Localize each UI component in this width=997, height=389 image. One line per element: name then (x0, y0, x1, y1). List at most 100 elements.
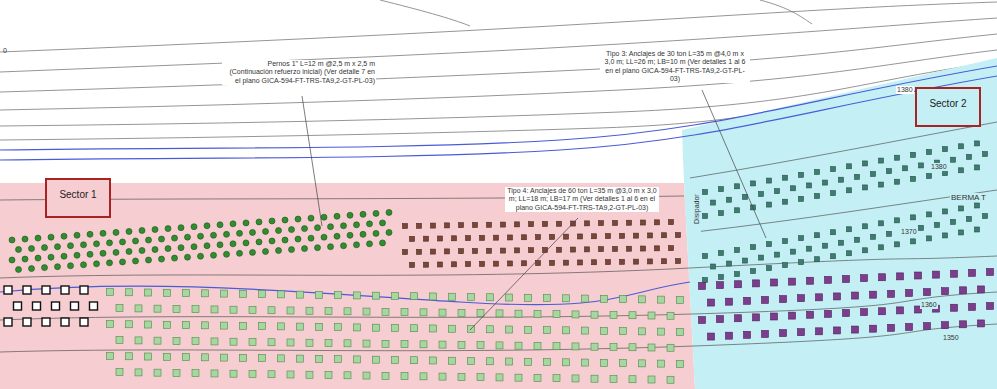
anchor-marker (139, 247, 145, 253)
anchor-marker (606, 260, 611, 265)
anchor-marker (727, 197, 732, 202)
anchor-marker (780, 296, 787, 303)
anchor-marker (401, 341, 408, 348)
anchor-marker (202, 354, 209, 361)
anchor-marker (173, 305, 180, 312)
anchor-marker (287, 371, 294, 378)
anchor-marker (847, 251, 852, 256)
anchor-marker (983, 152, 988, 157)
anchor-marker (863, 224, 868, 229)
anchor-marker (959, 230, 964, 235)
anchor-marker (230, 338, 237, 345)
anchor-marker (871, 172, 876, 177)
anchor-marker (515, 248, 520, 253)
anchor-marker (22, 236, 28, 242)
anchor-marker (767, 178, 772, 183)
anchor-marker (126, 289, 133, 296)
anchor-marker (449, 357, 456, 364)
anchor-marker (639, 328, 646, 335)
anchor-marker (240, 354, 247, 361)
anchor-marker (639, 360, 646, 367)
anchor-marker (403, 224, 408, 229)
anchor-marker (879, 308, 886, 315)
anchor-marker (895, 218, 900, 223)
anchor-marker (116, 305, 123, 312)
anchor-marker (459, 249, 464, 254)
anchor-marker (211, 370, 218, 377)
anchor-marker (719, 275, 724, 280)
anchor-marker (354, 324, 361, 331)
anchor-marker (676, 259, 681, 264)
anchor-marker (401, 373, 408, 380)
anchor-marker (61, 318, 69, 326)
anchor-marker (662, 233, 667, 238)
anchor-marker (506, 326, 513, 333)
anchor-marker (173, 369, 180, 376)
anchor-marker (263, 248, 269, 254)
anchor-marker (863, 248, 868, 253)
anchor-marker (915, 272, 922, 279)
anchor-marker (534, 342, 541, 349)
anchor-marker (259, 291, 266, 298)
anchor-marker (529, 222, 534, 227)
anchor-marker (295, 216, 301, 222)
anchor-marker (81, 242, 87, 248)
anchor-marker (240, 290, 247, 297)
anchor-marker (815, 233, 820, 238)
anchor-marker (585, 247, 590, 252)
anchor-marker (599, 247, 604, 252)
anchor-marker (767, 242, 772, 247)
anchor-marker (52, 302, 60, 310)
anchor-marker (282, 217, 288, 223)
anchor-marker (204, 243, 210, 249)
anchor-marker (494, 261, 499, 266)
anchor-marker (268, 339, 275, 346)
anchor-marker (726, 332, 733, 339)
anchor-marker (4, 318, 12, 326)
anchor-marker (410, 236, 415, 241)
anchor-marker (249, 338, 256, 345)
anchor-marker (107, 289, 114, 296)
anchor-marker (211, 306, 218, 313)
anchor-marker (302, 226, 308, 232)
anchor-marker (544, 295, 551, 302)
anchor-marker (648, 312, 655, 319)
anchor-marker (487, 248, 492, 253)
anchor-marker (861, 275, 868, 282)
anchor-marker (154, 305, 161, 312)
anchor-marker (935, 222, 940, 227)
anchor-marker (164, 353, 171, 360)
anchor-marker (522, 235, 527, 240)
anchor-marker (116, 369, 123, 376)
anchor-marker (382, 308, 389, 315)
anchor-marker (711, 200, 716, 205)
anchor-marker (9, 257, 15, 263)
anchor-marker (145, 353, 152, 360)
anchor-marker (831, 167, 836, 172)
anchor-marker (564, 260, 569, 265)
elevation-label: 1380 (930, 163, 948, 171)
anchor-marker (895, 242, 900, 247)
anchor-marker (669, 220, 674, 225)
lower-contours (0, 122, 997, 352)
anchor-marker (648, 376, 655, 383)
anchor-marker (911, 152, 916, 157)
anchor-marker (807, 277, 814, 284)
anchor-marker (871, 234, 876, 239)
anchor-marker (354, 242, 360, 248)
anchor-marker (335, 292, 342, 299)
anchor-marker (306, 371, 313, 378)
anchor-marker (71, 302, 79, 310)
anchor-marker (525, 358, 532, 365)
anchor-marker (431, 249, 436, 254)
anchor-marker (276, 228, 282, 234)
anchor-marker (762, 296, 769, 303)
anchor-marker (496, 374, 503, 381)
anchor-marker (439, 341, 446, 348)
anchor-marker (367, 221, 373, 227)
anchor-marker (895, 155, 900, 160)
anchor-marker (410, 262, 415, 267)
anchor-marker (392, 356, 399, 363)
anchor-marker (107, 321, 114, 328)
anchor-marker (816, 294, 823, 301)
